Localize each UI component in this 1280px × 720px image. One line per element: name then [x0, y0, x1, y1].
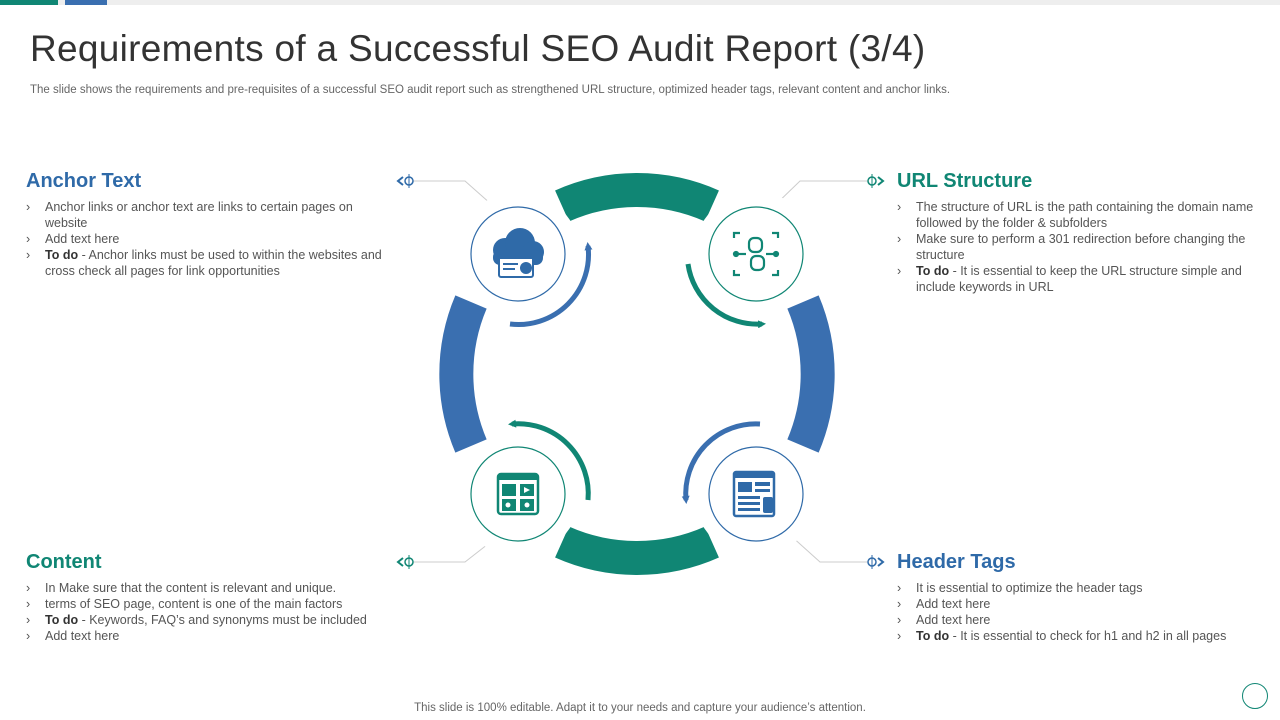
- accent-segment-teal: [0, 0, 58, 5]
- link-chain-icon: [732, 231, 780, 277]
- page-title: Requirements of a Successful SEO Audit R…: [30, 28, 926, 69]
- corner-circle-icon: [1242, 683, 1268, 709]
- list-item: To do - It is essential to keep the URL …: [897, 263, 1257, 295]
- header-tags-heading: Header Tags: [897, 551, 1016, 573]
- webpage-layout-icon: [732, 470, 776, 518]
- url-structure-section: URL Structure The structure of URL is th…: [897, 170, 1257, 295]
- todo-label: To do: [916, 264, 950, 278]
- list-item: In Make sure that the content is relevan…: [26, 580, 406, 596]
- cloud-browser-icon: [493, 228, 544, 278]
- url-structure-list: The structure of URL is the path contain…: [897, 199, 1257, 295]
- footer-note: This slide is 100% editable. Adapt it to…: [414, 702, 866, 714]
- connector-marker-anchor: [396, 174, 414, 188]
- list-item: terms of SEO page, content is one of the…: [26, 596, 406, 612]
- top-accent-bar: [0, 0, 1280, 5]
- url-structure-heading: URL Structure: [897, 170, 1033, 192]
- content-section: Content In Make sure that the content is…: [26, 551, 406, 644]
- content-heading: Content: [26, 551, 102, 573]
- anchor-text-heading: Anchor Text: [26, 170, 142, 192]
- curved-arrow-header: [681, 421, 761, 504]
- media-grid-icon: [496, 472, 540, 516]
- ring-arc-bottom-teal: [555, 526, 719, 575]
- todo-label: To do: [45, 248, 79, 262]
- todo-label: To do: [916, 629, 950, 643]
- list-item: It is essential to optimize the header t…: [897, 580, 1257, 596]
- ring-arc-right-blue: [787, 295, 835, 453]
- list-item: The structure of URL is the path contain…: [897, 199, 1257, 231]
- list-item: Add text here: [26, 231, 396, 247]
- list-item: Add text here: [897, 596, 1257, 612]
- curved-arrow-content: [508, 419, 591, 501]
- ring-arc-left-blue: [439, 295, 487, 453]
- list-item: To do - It is essential to check for h1 …: [897, 628, 1257, 644]
- list-item: To do - Keywords, FAQ’s and synonyms mus…: [26, 612, 406, 628]
- list-item: Make sure to perform a 301 redirection b…: [897, 231, 1257, 263]
- connector-marker-header: [867, 555, 885, 569]
- curved-arrow-url: [685, 263, 766, 329]
- anchor-text-list: Anchor links or anchor text are links to…: [26, 199, 396, 279]
- header-tags-section: Header Tags It is essential to optimize …: [897, 551, 1257, 644]
- todo-label: To do: [45, 613, 79, 627]
- list-item: Add text here: [26, 628, 406, 644]
- header-tags-list: It is essential to optimize the header t…: [897, 580, 1257, 644]
- list-item: Anchor links or anchor text are links to…: [26, 199, 396, 231]
- ring-arc-top-teal: [555, 173, 719, 222]
- list-item: To do - Anchor links must be used to wit…: [26, 247, 396, 279]
- content-list: In Make sure that the content is relevan…: [26, 580, 406, 644]
- anchor-text-section: Anchor Text Anchor links or anchor text …: [26, 170, 396, 279]
- page-subtitle: The slide shows the requirements and pre…: [30, 84, 951, 96]
- connector-marker-url: [867, 174, 885, 188]
- list-item: Add text here: [897, 612, 1257, 628]
- connector-marker-content: [396, 555, 414, 569]
- accent-segment-blue: [65, 0, 107, 5]
- curved-arrow-anchor: [509, 242, 593, 327]
